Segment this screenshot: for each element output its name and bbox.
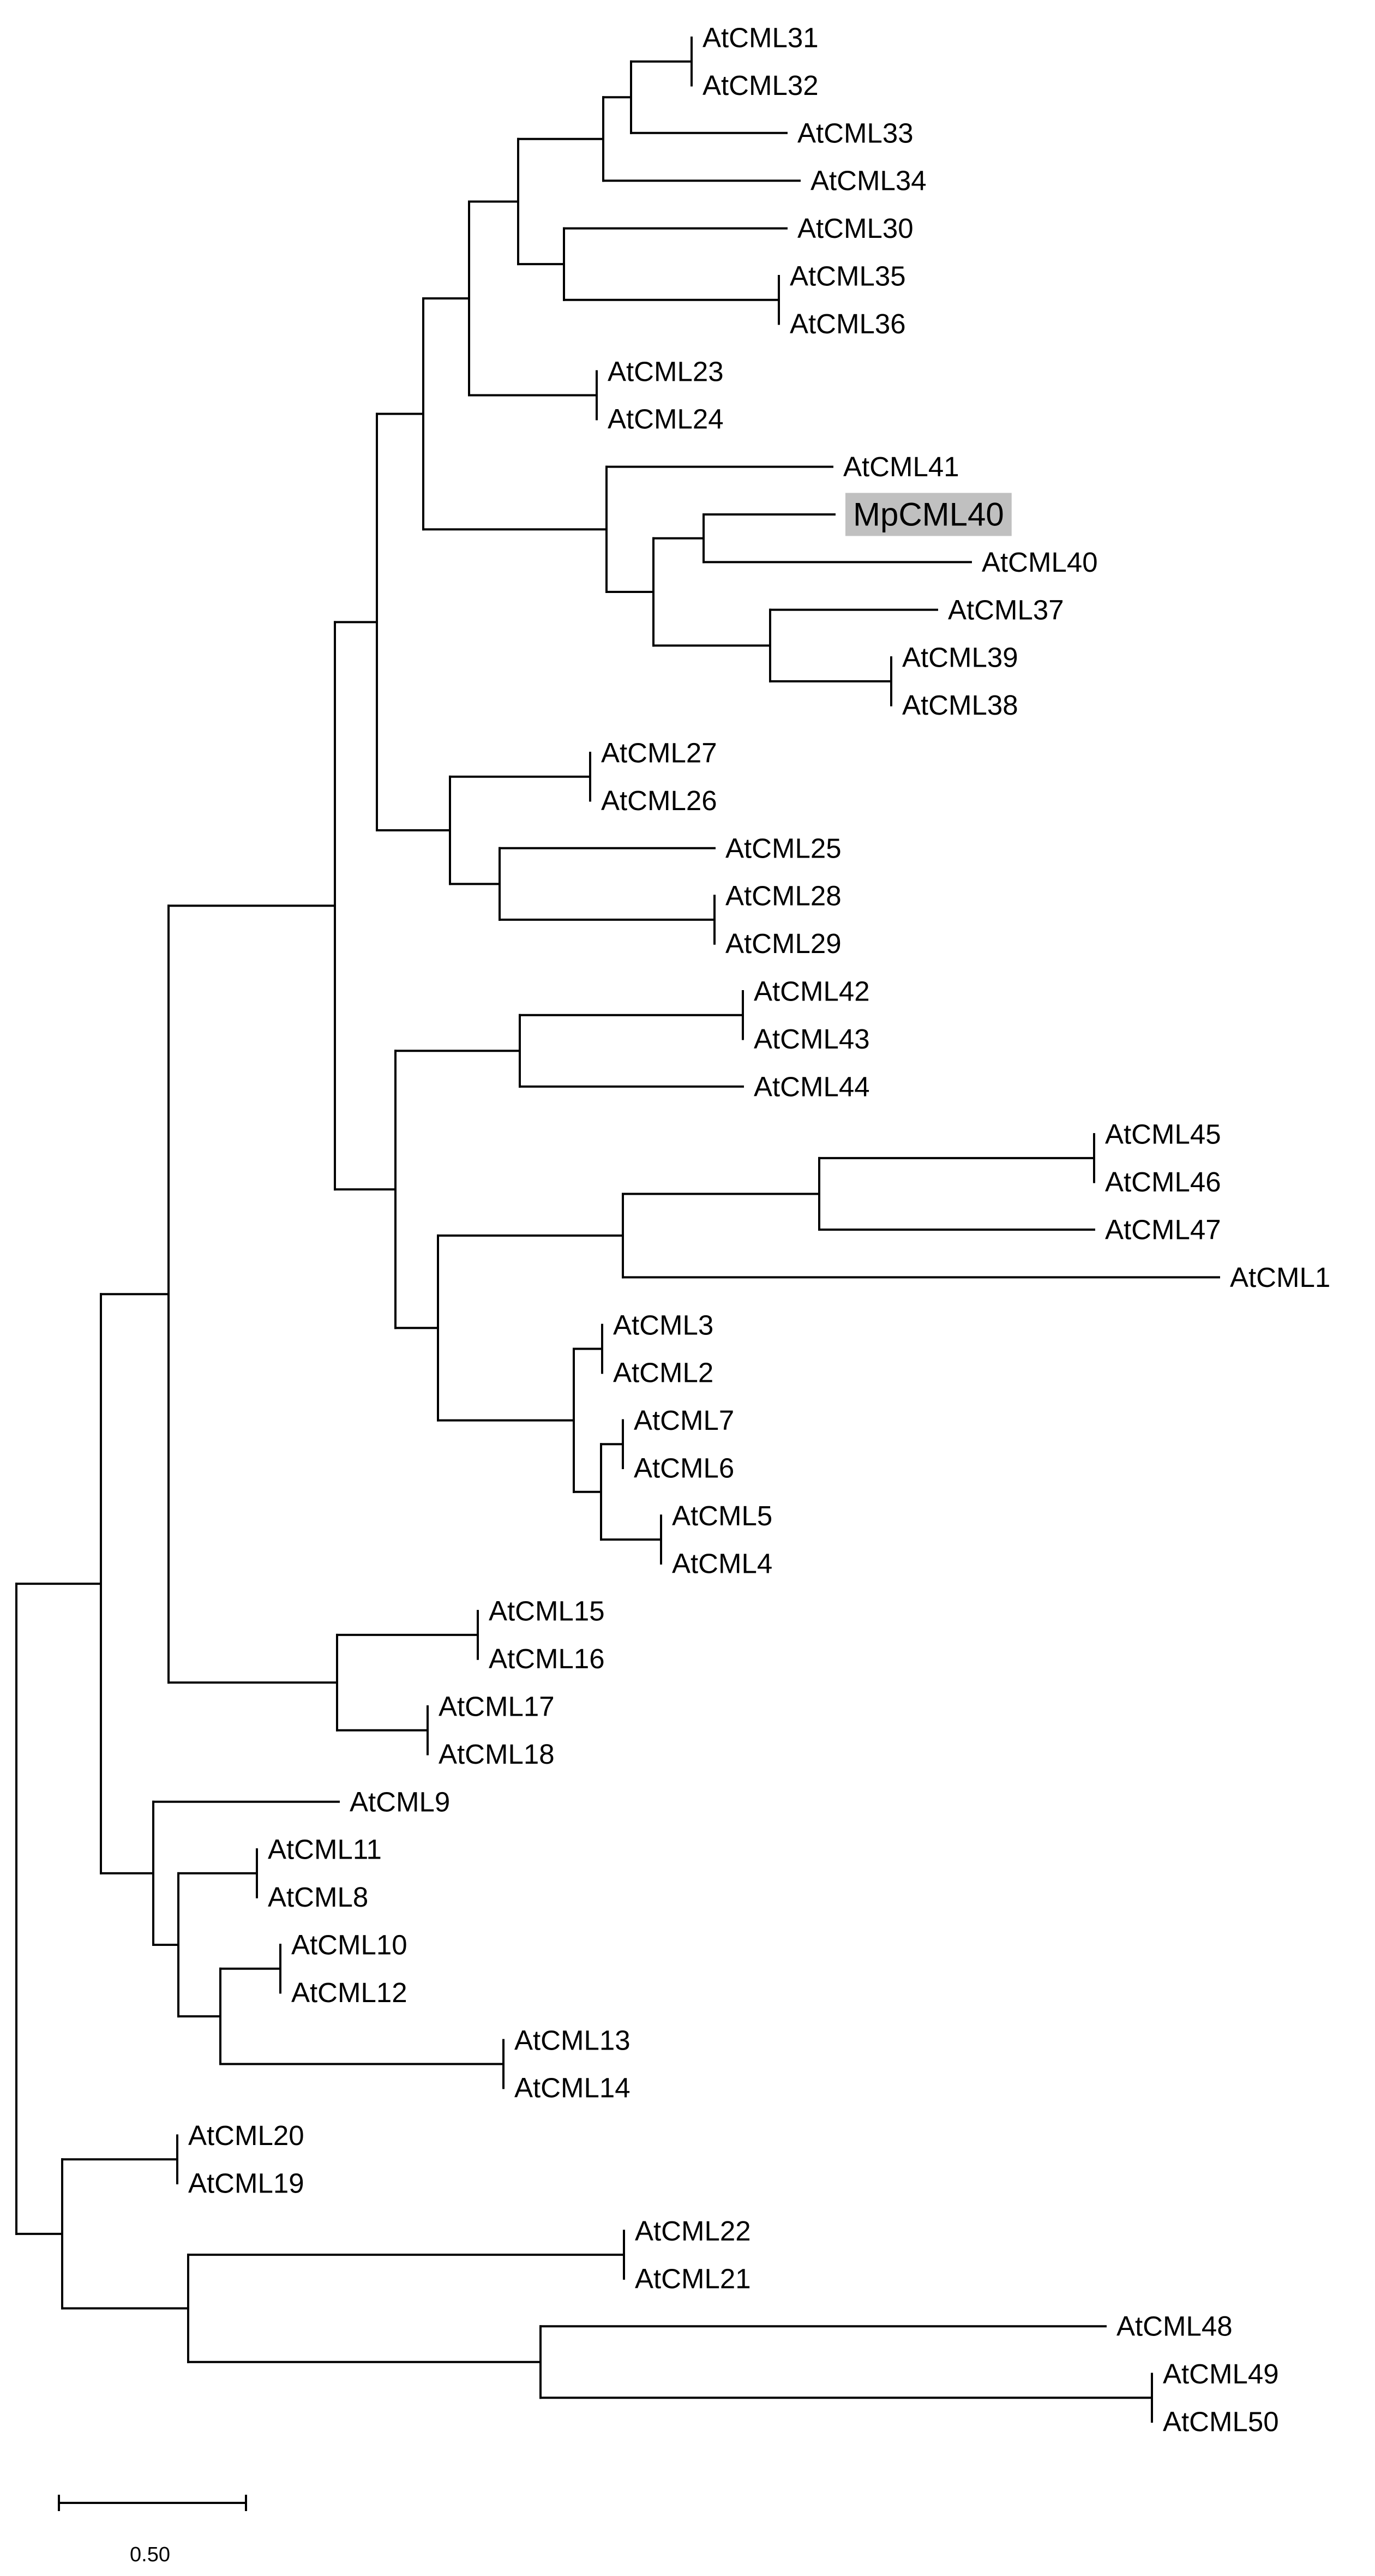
leaf-label-atcml3: AtCML3 [613,1309,713,1340]
tree-branches [15,37,1220,2423]
leaf-label-atcml18: AtCML18 [439,1739,555,1770]
leaf-label-atcml42: AtCML42 [754,976,870,1007]
leaf-label-atcml25: AtCML25 [725,832,842,864]
leaf-label-atcml50: AtCML50 [1163,2406,1279,2437]
leaf-label-atcml9: AtCML9 [350,1786,450,1817]
leaf-label-atcml36: AtCML36 [790,308,906,339]
leaf-label-atcml12: AtCML12 [291,1977,407,2008]
highlight-box-mpcml40 [845,493,1012,536]
leaf-label-atcml4: AtCML4 [672,1548,772,1579]
leaf-label-atcml38: AtCML38 [902,690,1018,721]
leaf-label-atcml34: AtCML34 [810,165,927,196]
highlight-boxes [845,493,1012,536]
leaf-label-atcml37: AtCML37 [948,594,1064,625]
leaf-label-atcml13: AtCML13 [514,2024,631,2056]
leaf-label-atcml17: AtCML17 [439,1691,555,1722]
leaf-label-mpcml40: MpCML40 [853,496,1004,533]
leaf-label-atcml49: AtCML49 [1163,2358,1279,2389]
leaf-label-atcml31: AtCML31 [702,22,819,53]
leaf-label-atcml6: AtCML6 [634,1453,734,1484]
leaf-label-atcml48: AtCML48 [1116,2311,1233,2342]
leaf-label-atcml46: AtCML46 [1105,1166,1221,1197]
leaf-label-atcml43: AtCML43 [754,1023,870,1055]
leaf-label-atcml21: AtCML21 [635,2263,751,2294]
leaf-label-atcml19: AtCML19 [188,2168,304,2199]
leaf-label-atcml20: AtCML20 [188,2120,304,2151]
leaf-label-atcml5: AtCML5 [672,1500,772,1531]
leaf-label-atcml45: AtCML45 [1105,1119,1221,1150]
leaf-label-atcml15: AtCML15 [489,1596,605,1627]
leaf-label-atcml16: AtCML16 [489,1643,605,1674]
scale-bar-label: 0.50 [130,2543,170,2566]
leaf-label-atcml32: AtCML32 [702,70,819,101]
leaf-label-atcml8: AtCML8 [268,1882,368,1913]
leaf-label-atcml29: AtCML29 [725,928,842,959]
leaf-label-atcml40: AtCML40 [982,547,1098,578]
leaf-labels: AtCML31AtCML32AtCML33AtCML34AtCML30AtCML… [188,22,1330,2437]
leaf-label-atcml27: AtCML27 [601,738,717,769]
leaf-label-atcml47: AtCML47 [1105,1214,1221,1245]
leaf-label-atcml23: AtCML23 [608,356,724,387]
leaf-label-atcml44: AtCML44 [754,1071,870,1102]
leaf-label-atcml41: AtCML41 [843,451,959,482]
leaf-label-atcml33: AtCML33 [797,117,914,148]
leaf-label-atcml24: AtCML24 [608,404,724,435]
leaf-label-atcml30: AtCML30 [797,213,914,244]
leaf-label-atcml10: AtCML10 [291,1930,407,1961]
leaf-label-atcml11: AtCML11 [268,1834,382,1865]
leaf-label-atcml35: AtCML35 [790,261,906,292]
leaf-label-atcml1: AtCML1 [1230,1262,1330,1293]
leaf-label-atcml26: AtCML26 [601,785,717,816]
scale-bar: 0.50 [58,2495,247,2566]
leaf-label-atcml2: AtCML2 [613,1357,713,1388]
leaf-label-atcml28: AtCML28 [725,880,842,912]
leaf-label-atcml7: AtCML7 [634,1405,734,1436]
leaf-label-atcml22: AtCML22 [635,2215,751,2246]
leaf-label-atcml39: AtCML39 [902,642,1018,673]
leaf-label-atcml14: AtCML14 [514,2072,631,2104]
